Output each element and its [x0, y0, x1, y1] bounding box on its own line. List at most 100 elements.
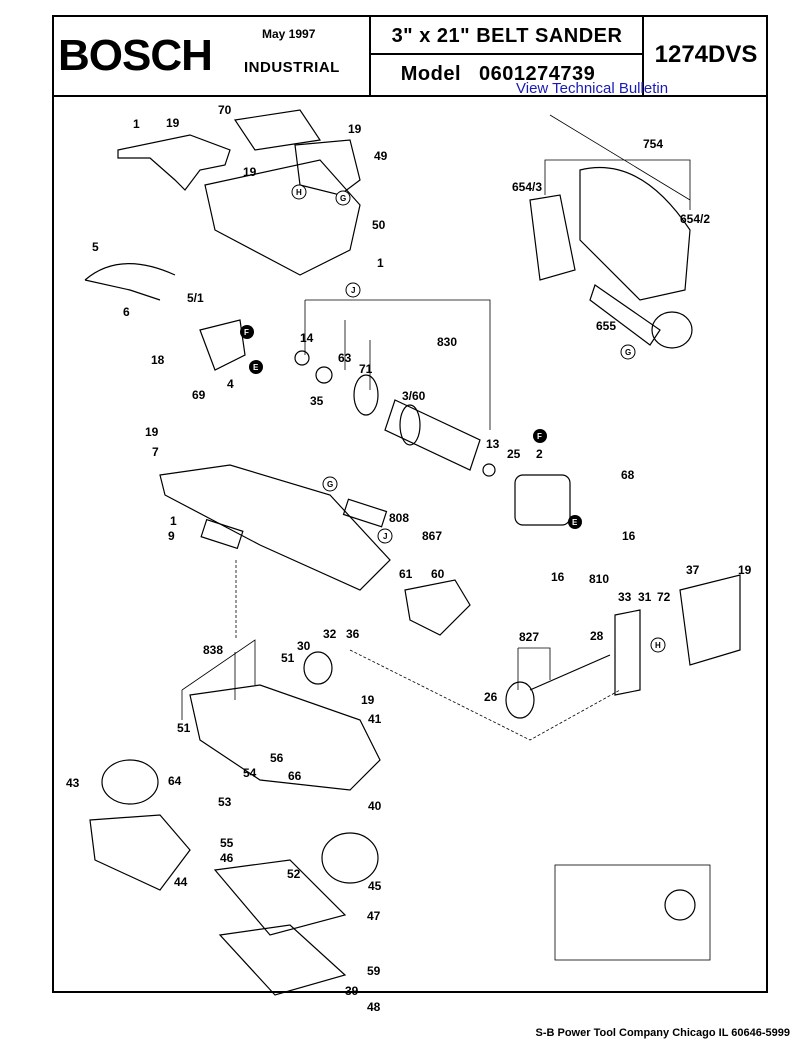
page-frame: BOSCH May 1997 INDUSTRIAL 3" x 21" BELT …	[52, 15, 768, 993]
divider	[369, 17, 371, 95]
roller-43	[101, 759, 159, 805]
part-label: 64	[168, 774, 182, 788]
bearing-14	[294, 350, 310, 366]
technical-bulletin-link[interactable]: View Technical Bulletin	[516, 80, 669, 97]
callout-letter: G	[327, 480, 333, 489]
part-label: 69	[192, 388, 206, 402]
part-label: 70	[218, 103, 232, 117]
part-label: 54	[243, 766, 257, 780]
callout-letter: G	[340, 194, 346, 203]
gear-32	[303, 651, 333, 685]
part-label: 61	[399, 567, 413, 581]
leader-754	[544, 114, 691, 210]
roller-45	[321, 832, 379, 884]
part-label: 44	[174, 875, 188, 889]
plate-59	[218, 924, 347, 996]
callout-letter: J	[351, 286, 355, 295]
part-label: 3/60	[402, 389, 426, 403]
part-label: 7	[152, 445, 159, 459]
part-label: 838	[203, 643, 223, 657]
leader-830	[304, 299, 491, 430]
part-label: 31	[638, 590, 652, 604]
part-label: 53	[218, 795, 232, 809]
shaft-827	[529, 654, 611, 691]
callout-letter: E	[253, 363, 259, 372]
part-label: 808	[389, 511, 409, 525]
motor-housing-top	[204, 159, 361, 276]
part-label: 55	[220, 836, 234, 850]
doc-date: May 1997	[262, 27, 316, 41]
power-cord	[84, 263, 176, 301]
part-label: 66	[288, 769, 302, 783]
callout-letter: H	[296, 188, 302, 197]
cap-49	[294, 139, 361, 196]
part-label: 14	[300, 331, 314, 345]
division-label: INDUSTRIAL	[244, 59, 340, 76]
callout-letter: F	[244, 328, 249, 337]
part-label: 9	[168, 529, 175, 543]
callout-j: J	[345, 282, 361, 298]
part-label: 37	[686, 563, 700, 577]
part-label: 30	[297, 639, 311, 653]
fan-71	[353, 374, 379, 416]
part-label: 754	[643, 137, 663, 151]
motor-symbol	[664, 889, 696, 921]
callout-circles: H G J F E G J F E G H	[240, 184, 666, 653]
callout-j: J	[377, 528, 393, 544]
part-label: 2	[536, 447, 543, 461]
plate-47	[213, 859, 347, 936]
callout-e: E	[568, 515, 582, 529]
bearing-13	[482, 463, 496, 477]
armature	[384, 399, 481, 471]
part-label: 5	[92, 240, 99, 254]
divider	[642, 17, 644, 95]
part-label: 46	[220, 851, 234, 865]
part-label: 50	[372, 218, 386, 232]
part-label: 35	[310, 394, 324, 408]
plate-70	[233, 109, 322, 151]
clip-655	[589, 284, 661, 346]
callout-g: G	[620, 344, 636, 360]
cover-37	[679, 574, 741, 666]
part-label: 49	[374, 149, 388, 163]
part-label: 827	[519, 630, 539, 644]
part-number-labels: 1 19 70 19 49 19 50 1 5 5/1 6 18 4 69 14…	[66, 103, 752, 1014]
tool-number: 1274DVS	[654, 41, 758, 68]
part-label: 47	[367, 909, 381, 923]
knob-867	[404, 579, 471, 636]
model-label: Model	[400, 63, 462, 85]
part-label: 867	[422, 529, 442, 543]
part-label: 19	[243, 165, 257, 179]
part-label: 19	[361, 693, 375, 707]
callout-letter: E	[572, 518, 578, 527]
callout-g: G	[322, 476, 338, 492]
part-label: 52	[287, 867, 301, 881]
belt-33	[614, 609, 641, 696]
leader-827	[517, 647, 551, 690]
part-label: 19	[348, 122, 362, 136]
part-label: 1	[170, 514, 177, 528]
part-label: 63	[338, 351, 352, 365]
callout-h: H	[650, 637, 666, 653]
product-title: 3" x 21" BELT SANDER	[391, 25, 623, 47]
field-2	[514, 474, 571, 526]
part-label: 19	[738, 563, 752, 577]
callout-letter: J	[383, 532, 387, 541]
label-9	[200, 518, 244, 550]
part-label: 18	[151, 353, 165, 367]
dust-bag	[579, 166, 691, 301]
header: BOSCH May 1997 INDUSTRIAL 3" x 21" BELT …	[54, 17, 766, 97]
part-label: 830	[437, 335, 457, 349]
part-label: 16	[551, 570, 565, 584]
part-label: 41	[368, 712, 382, 726]
main-housing	[159, 464, 391, 591]
switch-4	[199, 319, 246, 371]
part-label: 26	[484, 690, 498, 704]
part-label: 19	[145, 425, 159, 439]
handle-part	[117, 134, 231, 191]
part-label: 6	[123, 305, 130, 319]
part-label: 68	[621, 468, 635, 482]
adapter	[651, 311, 693, 349]
